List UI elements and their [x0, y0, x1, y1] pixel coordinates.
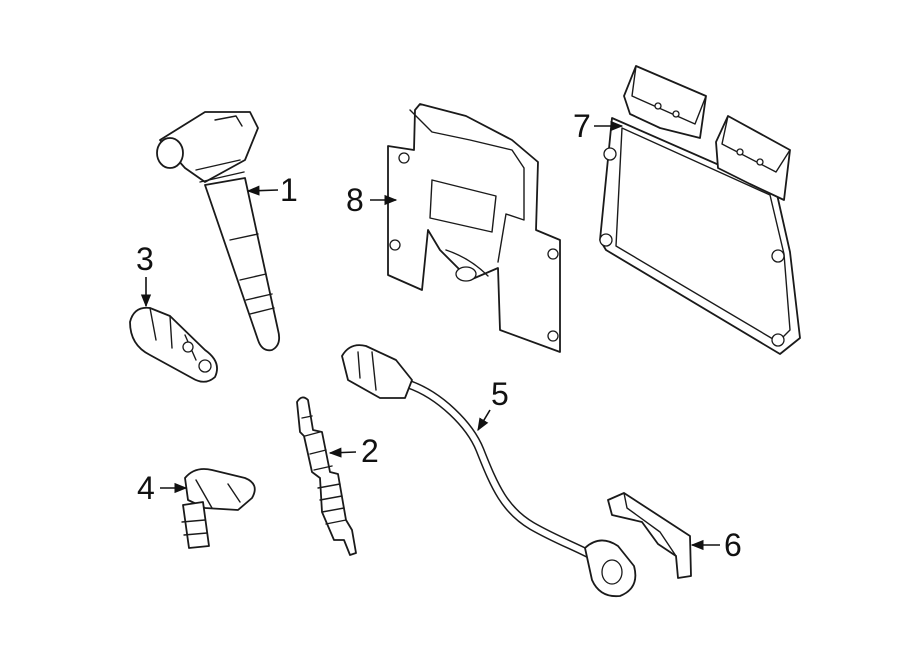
callout-5-leader — [477, 409, 491, 432]
mounting-bracket-part — [387, 103, 561, 353]
callout-2-leader — [328, 447, 357, 458]
spark-plug-part — [296, 396, 357, 556]
callout-1: 1 — [280, 172, 298, 208]
callout-5: 5 — [491, 376, 509, 412]
callout-4: 4 — [137, 470, 155, 506]
knock-sensor-part — [341, 344, 637, 598]
callout-2: 2 — [361, 433, 379, 469]
callout-3: 3 — [136, 241, 154, 277]
bracket-clip-part — [607, 492, 692, 579]
ignition-coil-part — [156, 111, 281, 352]
sensor-part-4 — [181, 468, 256, 549]
callout-6: 6 — [724, 527, 742, 563]
callout-7: 7 — [573, 108, 591, 144]
callout-1-leader — [246, 185, 279, 196]
sensor-part — [129, 306, 218, 383]
callout-8: 8 — [346, 182, 364, 218]
engine-control-module-part — [599, 65, 801, 355]
